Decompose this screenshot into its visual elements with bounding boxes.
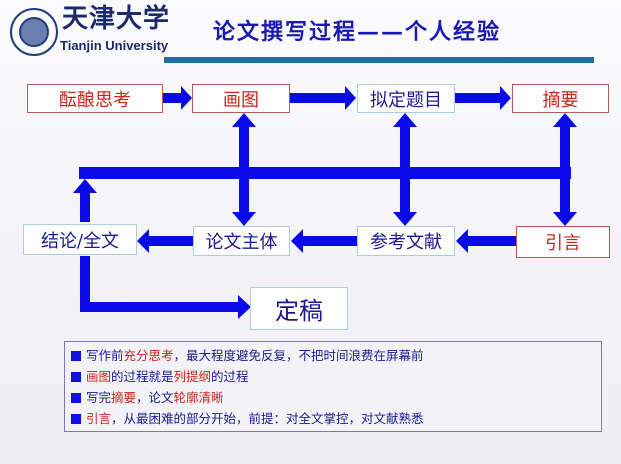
tip-item: 引言，从最困难的部分开始，前提：对全文掌控，对文献熟悉: [71, 408, 595, 429]
highlight-text: 引言: [86, 411, 112, 426]
step-set-title: 拟定题目: [357, 84, 455, 113]
tip-text: 写作前: [86, 348, 124, 363]
step-conclusion: 结论/全文: [23, 224, 137, 255]
arrow-right: [289, 86, 356, 110]
university-logo: [10, 8, 58, 56]
arrow-left: [456, 229, 516, 253]
double-arrow: [393, 113, 417, 226]
tip-text: ，从最困难的部分开始，前提：对全文掌控，对文献熟悉: [111, 411, 424, 426]
tip-text: ，最大程度避免反复，不把时间浪费在屏幕前: [173, 348, 424, 363]
double-arrow: [553, 113, 577, 226]
double-arrow: [232, 113, 256, 226]
tip-item: 画图的过程就是列提纲的过程: [71, 366, 595, 387]
step-brainstorm: 酝酿思考: [27, 84, 163, 113]
highlight-text: 摘要: [111, 390, 137, 405]
bullet-square-icon: [71, 393, 81, 403]
main-bar: [79, 167, 571, 179]
university-name-cn: 天津大学: [62, 4, 171, 34]
bullet-square-icon: [71, 372, 81, 382]
arrow-up: [73, 179, 97, 222]
step-references: 参考文献: [357, 226, 455, 256]
tips-list: 写作前充分思考，最大程度避免反复，不把时间浪费在屏幕前画图的过程就是列提纲的过程…: [64, 341, 602, 432]
bullet-square-icon: [71, 351, 81, 361]
slide-title: 论文撰写过程——个人经验: [213, 19, 502, 45]
arrow-left: [291, 229, 357, 253]
tip-item: 写完摘要，论文轮廓清晰: [71, 387, 595, 408]
highlight-text: 轮廓清晰: [173, 390, 224, 405]
tip-text: ，论文: [136, 390, 174, 405]
arrow-to-final: [80, 256, 251, 319]
step-draw-diagram: 画图: [192, 84, 290, 113]
highlight-text: 列提纲: [173, 369, 212, 384]
bullet-square-icon: [71, 414, 81, 424]
highlight-text: 画图: [86, 369, 112, 384]
step-introduction: 引言: [516, 226, 610, 258]
title-rule: [164, 57, 594, 63]
tip-text: 的过程: [211, 369, 249, 384]
arrow-left: [137, 229, 193, 253]
tip-text: 的过程就是: [111, 369, 174, 384]
step-final-draft: 定稿: [250, 287, 348, 330]
tip-text: 写完: [86, 390, 112, 405]
step-abstract: 摘要: [512, 84, 609, 113]
step-main-body: 论文主体: [193, 226, 290, 256]
university-name-en: Tianjin University: [60, 38, 169, 53]
tip-item: 写作前充分思考，最大程度避免反复，不把时间浪费在屏幕前: [71, 345, 595, 366]
arrow-right: [455, 86, 511, 110]
arrow-right: [163, 86, 192, 110]
highlight-text: 充分思考: [123, 348, 174, 363]
